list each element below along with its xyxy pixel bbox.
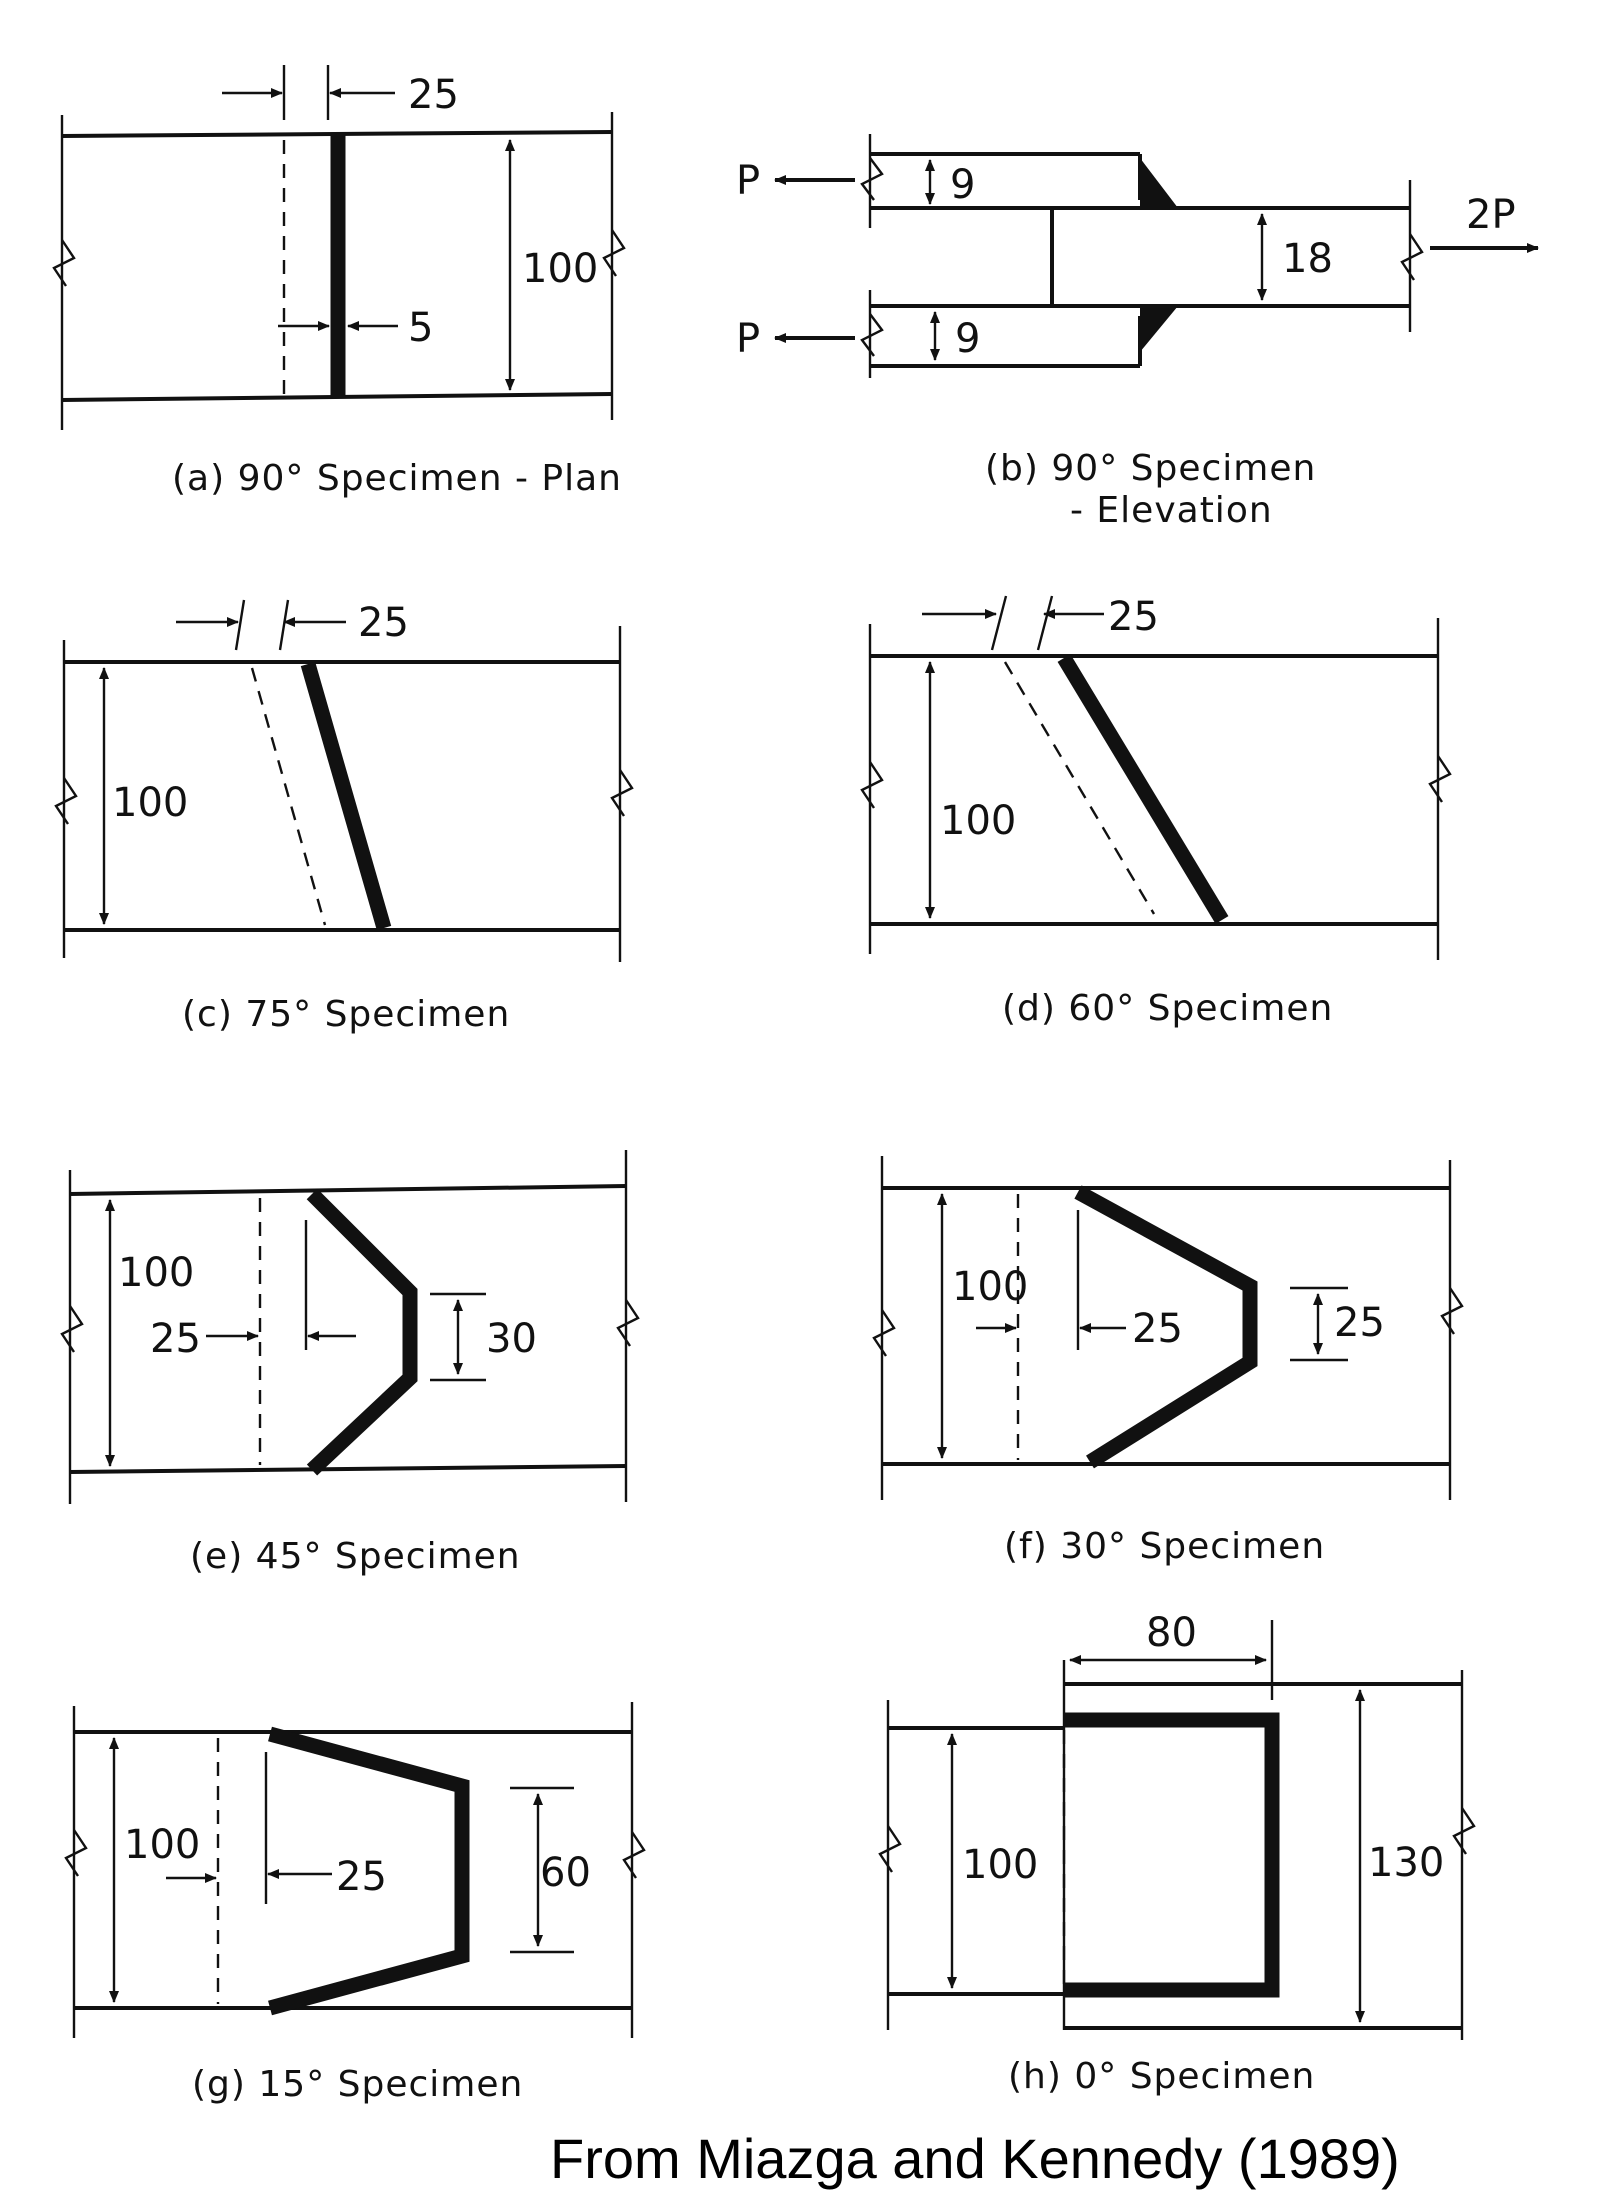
caption-b-line2: - Elevation	[1070, 490, 1273, 531]
dim-g-gap60: 60	[540, 1850, 591, 1896]
dim-b-bot: 9	[955, 316, 980, 362]
panel-g: 100 25 60 (g) 15° Specimen	[64, 1702, 646, 2105]
dim-f-width: 100	[952, 1264, 1028, 1310]
panel-f: 100 25 25 (f) 30° Specimen	[872, 1156, 1464, 1567]
panel-c: 25 100 (c) 75° Specimen	[54, 599, 634, 1035]
caption-b-line1: (b) 90° Specimen	[985, 448, 1316, 489]
load-b-bot: P	[736, 316, 760, 362]
panel-b: 9 18 9 P P 2P (b) 90° Specimen - Elevati…	[736, 134, 1539, 531]
dim-d-width: 100	[940, 798, 1016, 844]
dim-d-gap: 25	[1108, 594, 1159, 640]
dim-g-width: 100	[124, 1822, 200, 1868]
dim-g-gap: 25	[336, 1854, 387, 1900]
panel-d: 25 100 (d) 60° Specimen	[860, 594, 1452, 1029]
dim-f-gap: 25	[1132, 1306, 1183, 1352]
dim-e-gap30: 30	[486, 1316, 537, 1362]
dim-e-width: 100	[118, 1250, 194, 1296]
dim-a-weld: 5	[408, 305, 433, 351]
dim-a-gap: 25	[408, 72, 459, 118]
caption-h: (h) 0° Specimen	[1008, 2056, 1315, 2097]
dim-c-width: 100	[112, 780, 188, 826]
caption-a: (a) 90° Specimen - Plan	[172, 458, 622, 499]
dim-b-mid: 18	[1282, 236, 1333, 282]
load-b-right: 2P	[1466, 192, 1516, 238]
dim-f-gap25: 25	[1334, 1300, 1385, 1346]
caption-g: (g) 15° Specimen	[192, 2064, 523, 2105]
dim-c-gap: 25	[358, 600, 409, 646]
caption-d: (d) 60° Specimen	[1002, 988, 1333, 1029]
dim-h-width100: 100	[962, 1842, 1038, 1888]
caption-c: (c) 75° Specimen	[182, 994, 510, 1035]
panel-h: 80 100 130 (h) 0° Specimen	[878, 1610, 1476, 2097]
dim-e-gap: 25	[150, 1316, 201, 1362]
caption-e: (e) 45° Specimen	[190, 1536, 521, 1577]
panel-e: 100 25 30 (e) 45° Specimen	[60, 1150, 640, 1577]
load-b-top: P	[736, 158, 760, 204]
credit-text: From Miazga and Kennedy (1989)	[550, 2127, 1400, 2190]
dim-a-width: 100	[522, 246, 598, 292]
panel-a: 25 100 5 (a) 90° Specimen - Plan	[52, 65, 626, 499]
dim-b-top: 9	[950, 162, 975, 208]
dim-h-width130: 130	[1368, 1840, 1444, 1886]
caption-f: (f) 30° Specimen	[1004, 1526, 1325, 1567]
dim-h-length: 80	[1146, 1610, 1197, 1656]
